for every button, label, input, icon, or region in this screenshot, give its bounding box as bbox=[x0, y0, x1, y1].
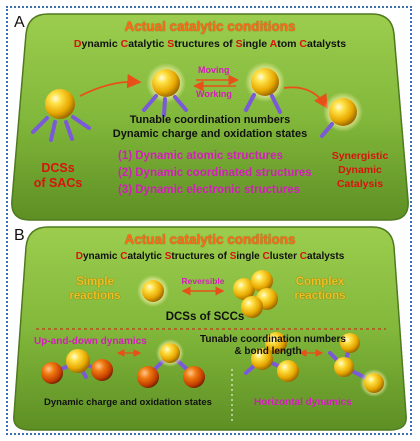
tunable-label-1: Tunable coordination numbers bbox=[200, 334, 346, 345]
subtitle-segment: C bbox=[120, 251, 128, 262]
item-2: (2) Dynamic coordinated structures bbox=[118, 167, 312, 179]
panel-a-subtitle: Dynamic Catalytic Structures of Single A… bbox=[74, 39, 346, 50]
simple-label-2: reactions bbox=[69, 290, 121, 302]
reversible-label: Reversible bbox=[181, 276, 225, 286]
updown-cluster-2 bbox=[137, 339, 205, 388]
single-atom-3 bbox=[244, 62, 285, 114]
subtitle-segment: tom bbox=[277, 38, 300, 50]
subtitle-segment: atalysts bbox=[307, 251, 345, 262]
arrow-1 bbox=[79, 73, 142, 97]
complex-cluster bbox=[233, 270, 278, 318]
complex-label-2: reactions bbox=[294, 290, 346, 302]
subtitle-segment: C bbox=[299, 251, 308, 262]
subtitle-segment: tructures of bbox=[174, 38, 236, 50]
subtitle-segment: tructures of bbox=[171, 251, 230, 262]
subtitle-segment: atalysts bbox=[306, 38, 347, 50]
simple-cluster-atom bbox=[137, 275, 169, 307]
dcss-label-1: DCSs bbox=[41, 161, 75, 175]
synergistic-label-2: Dynamic bbox=[338, 164, 382, 176]
subtitle-segment: ynamic bbox=[81, 38, 121, 50]
subtitle-segment: S bbox=[235, 38, 243, 50]
subtitle-segment: D bbox=[75, 251, 83, 262]
subtitle-segment: C bbox=[262, 251, 270, 262]
subtitle-segment: C bbox=[299, 38, 307, 50]
figure-frame bbox=[6, 6, 412, 435]
panel-b-subtitle: Dynamic Catalytic Structures of Single C… bbox=[76, 252, 345, 262]
subtitle-segment: luster bbox=[269, 251, 300, 262]
simple-label-1: Simple bbox=[76, 276, 114, 288]
panel-b: B Actual catalytic conditions Dynamic Ca… bbox=[0, 225, 420, 441]
single-atom-4 bbox=[320, 92, 363, 138]
complex-label-1: Complex bbox=[295, 276, 345, 288]
moving-label: Moving bbox=[198, 65, 230, 75]
subtitle-segment: S bbox=[167, 38, 175, 50]
panel-a-background bbox=[11, 13, 409, 221]
updown-cluster-1 bbox=[41, 349, 113, 384]
synergistic-label-3: Catalysis bbox=[336, 178, 384, 190]
updown-label: Up-and-down dynamics bbox=[34, 336, 147, 347]
subtitle-segment: S bbox=[164, 251, 172, 262]
subtitle-segment: D bbox=[73, 38, 82, 50]
synergistic-label-1: Synergistic bbox=[331, 150, 389, 162]
subtitle-segment: ynamic bbox=[82, 251, 121, 262]
subtitle-segment: A bbox=[269, 38, 278, 50]
panel-b-heading: Actual catalytic conditions bbox=[124, 232, 296, 247]
single-atom-1 bbox=[31, 89, 91, 142]
horizontal-cluster-1 bbox=[244, 332, 299, 382]
charge-label: Dynamic charge and oxidation states bbox=[44, 397, 212, 408]
horizontal-cluster-2 bbox=[328, 333, 388, 397]
panel-a-heading: Actual catalytic conditions bbox=[124, 19, 296, 34]
panel-b-label: B bbox=[14, 227, 25, 244]
item-3: (3) Dynamic electronic structures bbox=[118, 184, 301, 196]
item-1: (1) Dynamic atomic structures bbox=[118, 150, 283, 162]
subtitle-segment: ingle bbox=[236, 251, 263, 262]
panel-b-graphics bbox=[13, 226, 407, 431]
subtitle-segment: ingle bbox=[242, 38, 270, 50]
single-atom-2 bbox=[142, 63, 188, 117]
subtitle-segment: atalytic bbox=[128, 38, 168, 50]
panel-a-graphics bbox=[11, 13, 409, 221]
coordination-text: Tunable coordination numbers bbox=[129, 114, 291, 126]
subtitle-segment: atalytic bbox=[127, 251, 165, 262]
panel-a-label: A bbox=[14, 14, 25, 31]
arrow-2 bbox=[283, 86, 328, 110]
subtitle-segment: S bbox=[229, 251, 237, 262]
subtitle-segment: C bbox=[120, 38, 129, 50]
dcss-sccs-label: DCSs of SCCs bbox=[165, 311, 245, 323]
tunable-label-2: & bond length bbox=[234, 346, 302, 357]
charge-text: Dynamic charge and oxidation states bbox=[112, 128, 308, 140]
working-label: Working bbox=[196, 89, 232, 99]
panel-a: A Actual catalytic conditions Dynamic Ca… bbox=[11, 13, 409, 221]
dcss-label-2: of SACs bbox=[33, 176, 83, 190]
horizontal-label: Horizontal dynamics bbox=[254, 397, 352, 408]
